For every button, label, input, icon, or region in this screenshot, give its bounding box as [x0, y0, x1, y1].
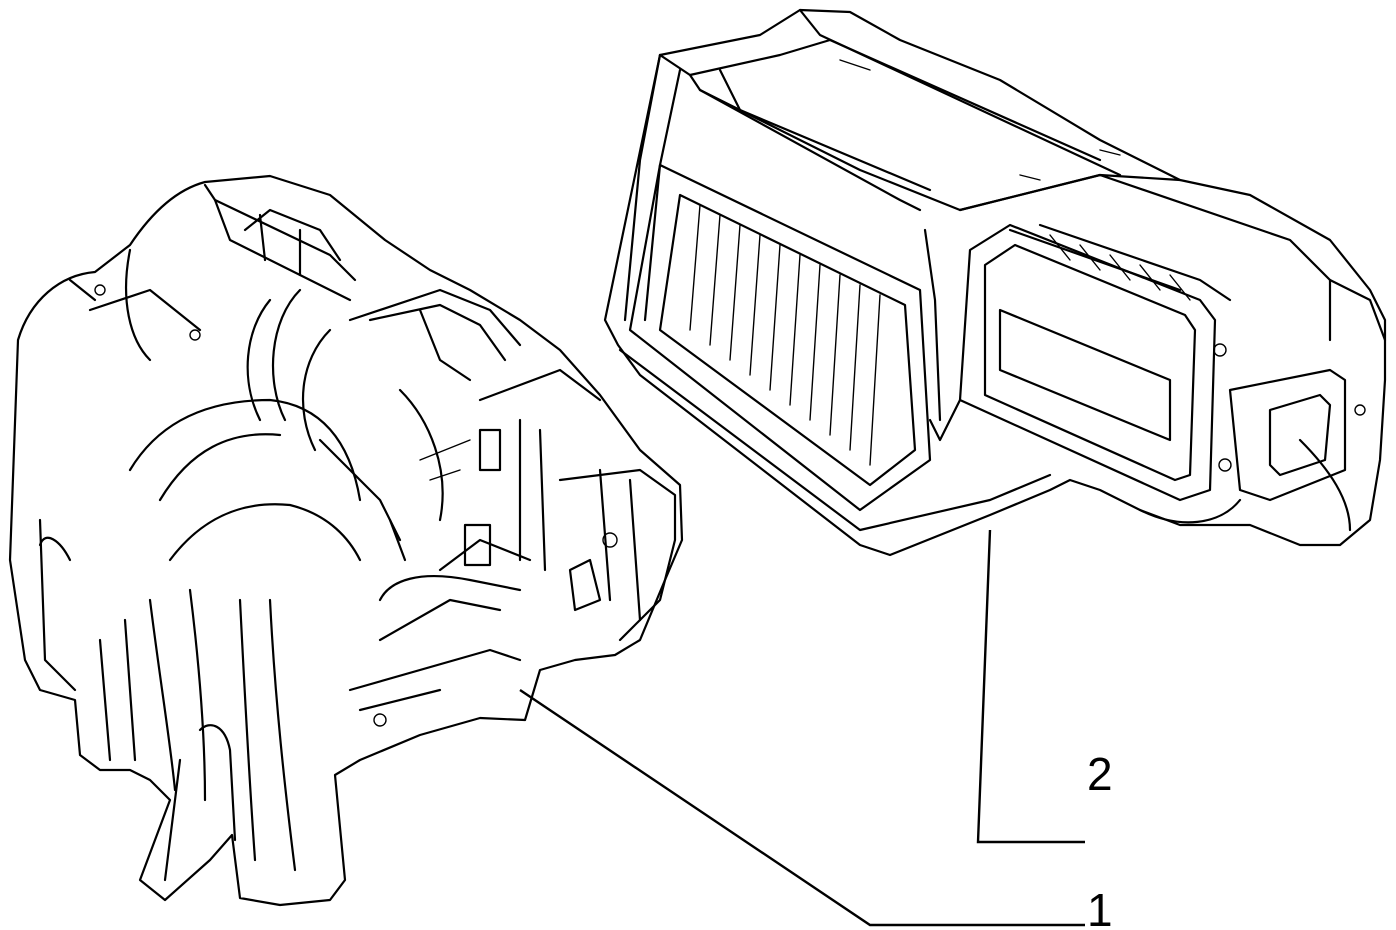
leader-line-1 — [519, 689, 1085, 927]
part-1-heater-housing — [8, 174, 684, 907]
callout-number-1: 1 — [1087, 884, 1113, 930]
callout-number-2: 2 — [1087, 748, 1113, 800]
part-2-filter-housing — [603, 8, 1387, 557]
leader-line-2 — [976, 529, 1085, 844]
